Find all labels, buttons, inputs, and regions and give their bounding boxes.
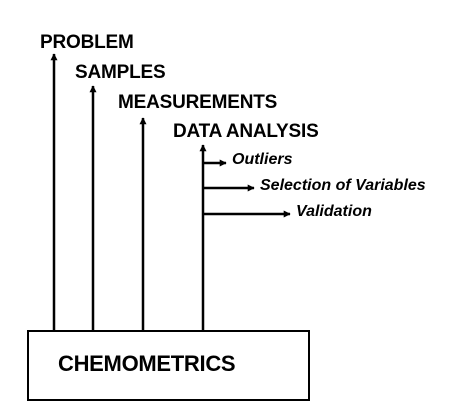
substep-label-outliers: Outliers xyxy=(232,151,293,168)
stage-label-problem: PROBLEM xyxy=(40,32,134,53)
substep-label-selection-of-variables: Selection of Variables xyxy=(260,177,426,194)
chemometrics-box xyxy=(27,330,310,401)
stage-label-measurements: MEASUREMENTS xyxy=(118,92,278,113)
stage-label-data-analysis: DATA ANALYSIS xyxy=(173,121,319,142)
chemometrics-label: CHEMOMETRICS xyxy=(58,351,236,376)
substep-label-validation: Validation xyxy=(296,203,372,220)
stage-label-samples: SAMPLES xyxy=(75,62,166,83)
